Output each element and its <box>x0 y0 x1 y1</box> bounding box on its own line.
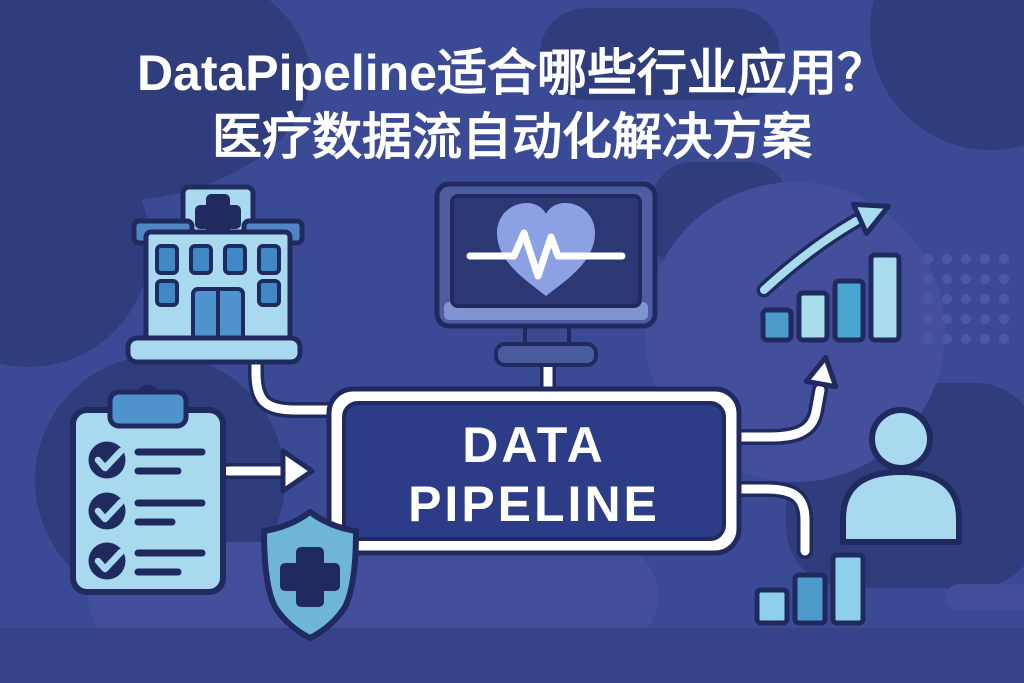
pipeline-box-line-2: PIPELINE <box>408 476 660 532</box>
person-body <box>840 469 962 545</box>
shield-cross-icon <box>280 547 340 607</box>
title-block: DataPipeline适合哪些行业应用？ 医疗数据流自动化解决方案 <box>137 45 887 165</box>
growth-bars <box>760 252 902 343</box>
data-pipeline-box: DATA PIPELINE <box>326 386 742 556</box>
connector-hospital-to-box <box>248 342 346 418</box>
connector-box-to-growth-arrow <box>727 354 839 445</box>
heart-rate-monitor-icon <box>434 181 658 367</box>
connector-box-to-results <box>727 481 813 559</box>
checkmark-icon <box>94 498 125 523</box>
hospital-windows <box>155 244 281 307</box>
checkmark-icon <box>94 447 125 472</box>
hospital-door <box>191 287 245 344</box>
title-line-1: DataPipeline适合哪些行业应用？ <box>137 45 887 101</box>
checkmark-icon <box>94 548 125 573</box>
hospital-cross-icon <box>195 194 241 240</box>
rising-bar-chart-arrow-icon <box>756 201 902 343</box>
dot-grid-pattern <box>922 253 1010 345</box>
check-circle-icon <box>88 492 126 530</box>
pipeline-box-line-1: DATA <box>462 417 605 473</box>
pipeline-box-inner <box>342 401 726 541</box>
user-person-icon <box>840 407 962 545</box>
checklist-rows <box>88 441 206 580</box>
rising-arrow-icon <box>756 201 891 298</box>
connector-clipboard-arrow <box>220 448 315 494</box>
person-head <box>869 407 933 471</box>
ecg-line-icon <box>466 229 626 280</box>
hospital-building-icon <box>125 184 305 365</box>
monitor-stand-base <box>494 342 598 367</box>
medical-shield-cross-icon <box>261 509 359 641</box>
small-bar-chart-icon <box>754 552 866 626</box>
checklist-clipboard-icon <box>70 384 226 595</box>
check-circle-icon <box>88 441 126 479</box>
title-line-2: 医疗数据流自动化解决方案 <box>212 109 813 165</box>
clipboard-clip <box>107 389 189 429</box>
hospital-base <box>125 335 303 365</box>
check-circle-icon <box>88 542 126 580</box>
